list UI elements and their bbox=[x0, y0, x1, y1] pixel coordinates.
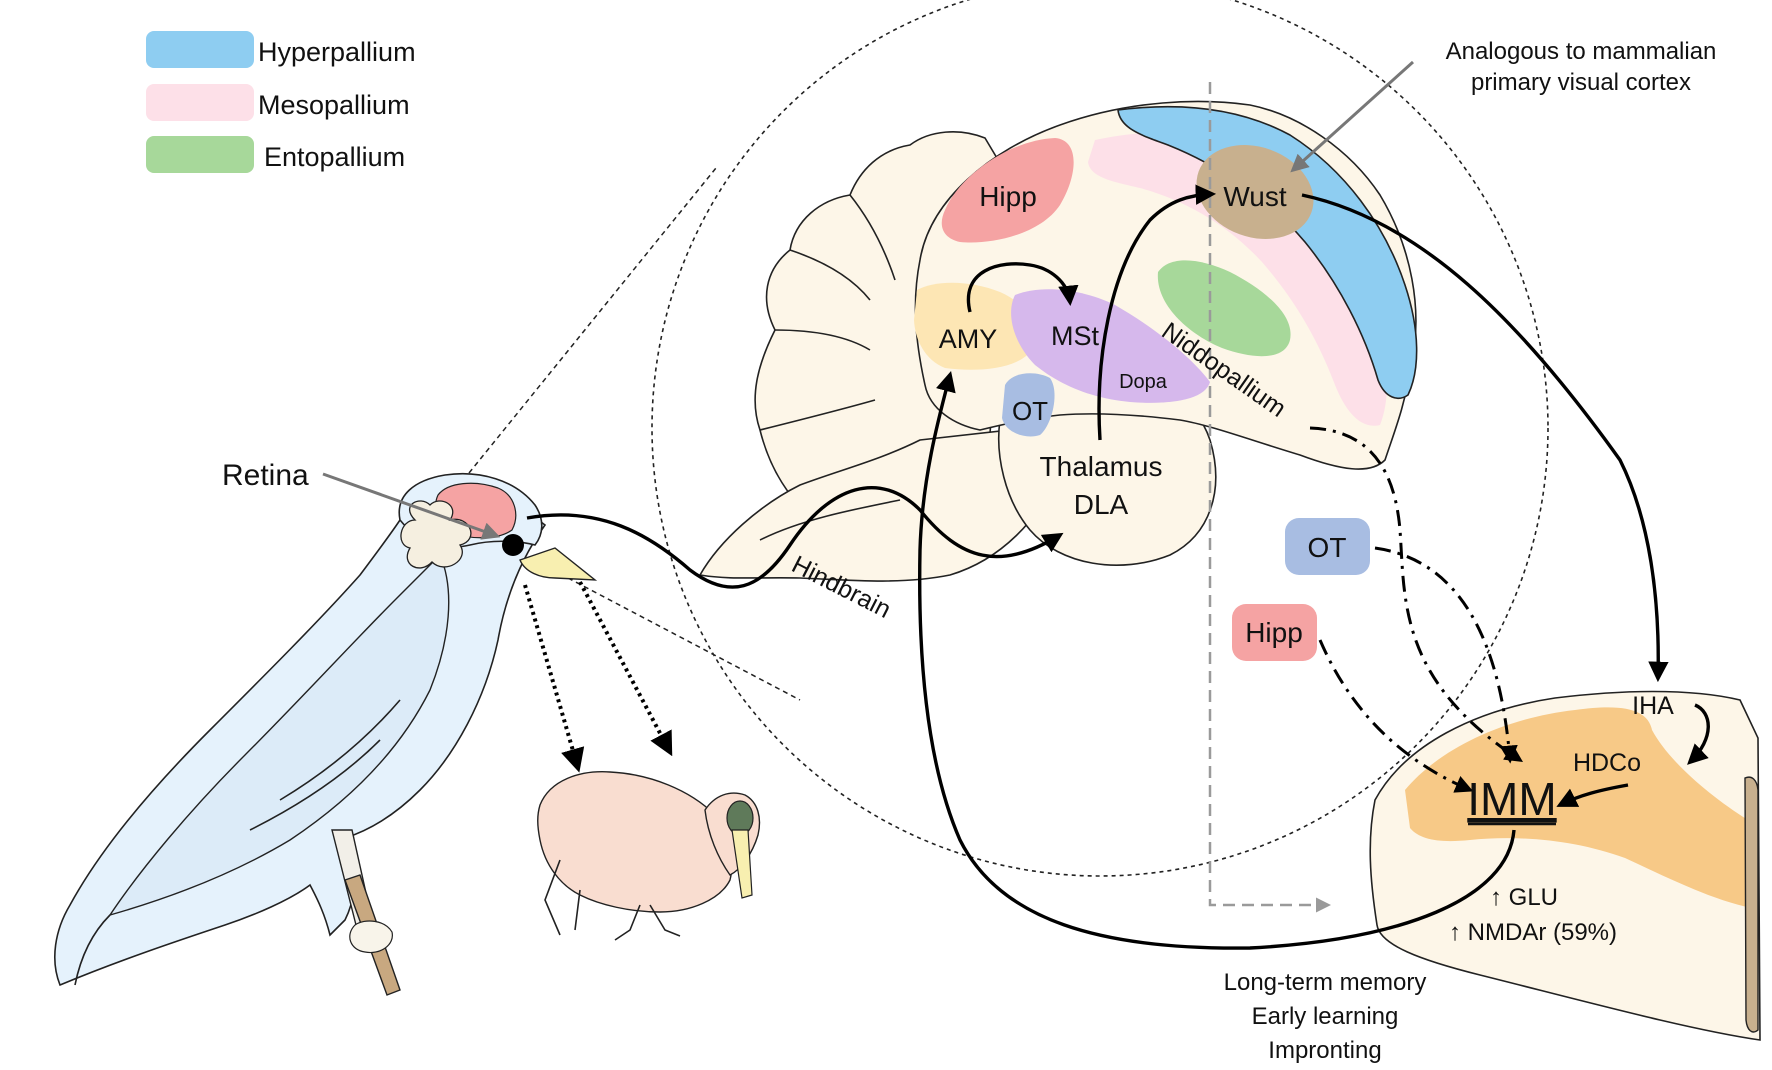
hindbrain-fold bbox=[759, 499, 901, 541]
imm-side-edge bbox=[1744, 776, 1759, 1033]
entopallium-region bbox=[1157, 260, 1291, 357]
hdco-label: HDCo bbox=[1573, 749, 1641, 777]
wust-to-iha-arrow bbox=[1301, 193, 1669, 683]
hipp-to-imm-arrow bbox=[1318, 639, 1474, 793]
legend-label-entopallium: Entopallium bbox=[264, 142, 405, 172]
thalamus-to-wust-arrow bbox=[1097, 184, 1217, 441]
mst-label: MSt bbox=[1051, 321, 1100, 351]
imm-to-amy-arrow bbox=[917, 371, 1516, 950]
hipp-region-brain bbox=[941, 138, 1074, 243]
ot-brain-label: OT bbox=[1012, 396, 1048, 426]
imm-orange-region bbox=[1405, 707, 1752, 908]
retina-label: Retina bbox=[222, 459, 309, 492]
bird-ear-feathers bbox=[400, 500, 472, 569]
legend-swatch-hyperpallium bbox=[146, 31, 254, 68]
bird-wing-feathers bbox=[74, 699, 401, 986]
legend: Hyperpallium Mesopallium Entopallium bbox=[146, 31, 416, 173]
iha-label: IHA bbox=[1632, 692, 1674, 720]
analogous-label-line1: Analogous to mammalian bbox=[1446, 38, 1717, 65]
retina-to-thalamus-arrow bbox=[526, 486, 1064, 589]
legend-swatch-mesopallium bbox=[146, 84, 254, 121]
chick-beak bbox=[731, 829, 753, 899]
amy-to-mst-arrow bbox=[966, 262, 1079, 313]
outcome-long-term-memory: Long-term memory bbox=[1224, 969, 1427, 996]
amy-region bbox=[914, 282, 1034, 370]
dla-label: DLA bbox=[1074, 489, 1129, 520]
dopa-label: Dopa bbox=[1119, 371, 1168, 393]
imm-section bbox=[1369, 690, 1761, 1041]
retina-pointer-arrow bbox=[322, 472, 501, 540]
wust-region bbox=[1196, 144, 1314, 240]
ot-region-brain bbox=[1002, 373, 1055, 437]
amy-label: AMY bbox=[939, 324, 998, 354]
glu-label: ↑ GLU bbox=[1490, 884, 1558, 911]
iha-to-hdco-arrow bbox=[1687, 703, 1710, 765]
eye-to-chick-arrow-left bbox=[523, 584, 585, 773]
outcome-imprinting: Impronting bbox=[1268, 1037, 1381, 1064]
nidopallium-to-imm-arrow bbox=[1309, 426, 1524, 762]
brain-sagittal bbox=[698, 100, 1418, 582]
hipp-brain-label: Hipp bbox=[979, 181, 1037, 212]
legend-label-mesopallium: Mesopallium bbox=[258, 90, 410, 120]
chick-body bbox=[537, 771, 733, 913]
thalamus-label: Thalamus bbox=[1040, 451, 1163, 482]
hipp-box-label: Hipp bbox=[1245, 617, 1303, 648]
mst-region bbox=[1011, 289, 1210, 403]
hipp-box bbox=[1232, 604, 1317, 661]
ot-box bbox=[1285, 518, 1370, 575]
analogous-pointer-arrow bbox=[1290, 60, 1415, 173]
zoom-guide-upper bbox=[451, 167, 717, 495]
zoom-callout bbox=[451, 0, 1549, 877]
analogous-label-line2: primary visual cortex bbox=[1471, 69, 1691, 96]
vertical-guide-dashed bbox=[1208, 82, 1331, 913]
legend-label-hyperpallium: Hyperpallium bbox=[258, 37, 416, 67]
adult-bird bbox=[54, 472, 598, 996]
cerebellum-folia bbox=[759, 194, 896, 431]
bird-wing bbox=[108, 553, 450, 917]
chick-legs bbox=[544, 859, 681, 941]
nmdar-label: ↑ NMDAr (59%) bbox=[1449, 919, 1617, 946]
hdco-to-imm-arrow bbox=[1556, 783, 1629, 807]
legend-swatch-entopallium bbox=[146, 136, 254, 173]
bird-eye bbox=[502, 534, 524, 556]
outcome-early-learning: Early learning bbox=[1252, 1003, 1399, 1030]
chick bbox=[537, 771, 761, 941]
bird-beak bbox=[519, 547, 598, 581]
bird-claws bbox=[349, 920, 393, 954]
imm-label: IMM bbox=[1467, 773, 1556, 825]
zoom-circle bbox=[651, 0, 1549, 877]
zoom-guide-lower bbox=[567, 577, 801, 701]
ot-box-label: OT bbox=[1308, 532, 1347, 563]
wust-label: Wust bbox=[1223, 181, 1286, 212]
